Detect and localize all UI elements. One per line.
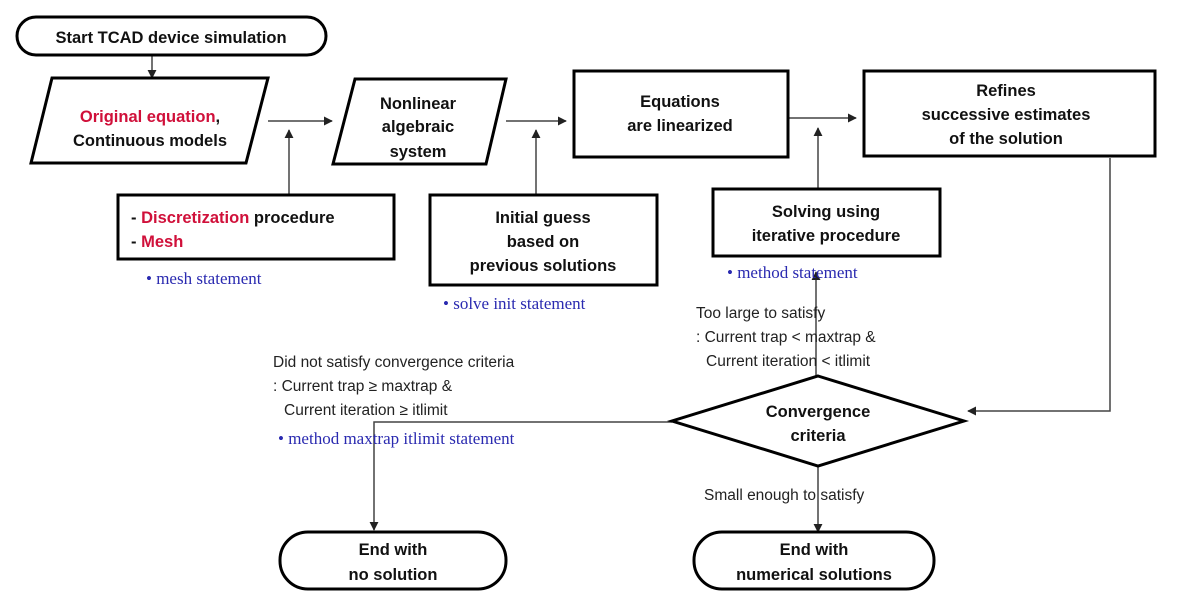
original-equation-line2: Continuous models	[73, 132, 227, 150]
end-no-solution-line1: End with	[359, 541, 428, 559]
convergence-diamond	[666, 374, 970, 468]
convergence-line2: criteria	[790, 427, 846, 445]
small-enough-label: Small enough to satisfy	[704, 487, 865, 504]
refines-box	[862, 69, 1157, 158]
discretization-red: Discretization	[141, 209, 249, 227]
refines-line1: Refines	[976, 82, 1036, 100]
mesh-statement-note: • mesh statement	[146, 269, 262, 288]
arrow-convergence-to-end-no-solution	[369, 421, 672, 531]
maxtrap-statement-note: • method maxtrap itlimit statement	[278, 429, 515, 448]
discretization-box	[116, 193, 396, 261]
initial-guess-line3: previous solutions	[470, 257, 617, 275]
original-equation-red: Original equation	[80, 108, 216, 126]
solving-box	[711, 187, 942, 258]
solve-init-statement-note: • solve init statement	[443, 294, 586, 313]
discretization-rest: procedure	[249, 209, 334, 227]
initial-guess-box	[428, 193, 659, 287]
discretization-dash1: -	[131, 209, 141, 227]
initial-guess-line1: Initial guess	[495, 209, 590, 227]
end-no-solution-terminal	[278, 530, 508, 591]
end-no-solution-line2: no solution	[349, 566, 438, 584]
nonlinear-system-box	[331, 77, 508, 166]
initial-guess-line2: based on	[507, 233, 579, 251]
end-numerical-terminal	[692, 530, 936, 591]
refines-line2: successive estimates	[922, 106, 1091, 124]
original-equation-line1: Original equation,	[80, 108, 220, 126]
original-equation-box	[29, 76, 270, 165]
start-label: Start TCAD device simulation	[55, 29, 286, 47]
nonlinear-line2: algebraic	[382, 118, 454, 136]
not-satisfy-line3: Current iteration ≥ itlimit	[284, 402, 448, 419]
convergence-line1: Convergence	[766, 403, 871, 421]
linearized-box	[572, 69, 790, 159]
method-statement-note: • method statement	[727, 263, 858, 282]
solving-line1: Solving using	[772, 203, 880, 221]
discretization-line1: - Discretization procedure	[131, 209, 335, 227]
not-satisfy-line1: Did not satisfy convergence criteria	[273, 354, 515, 371]
refines-line3: of the solution	[949, 130, 1063, 148]
linearized-line2: are linearized	[627, 117, 732, 135]
arrow-refines-to-convergence	[967, 158, 1111, 416]
too-large-line2: : Current trap < maxtrap &	[696, 329, 876, 346]
connectors	[147, 56, 1111, 533]
mesh-red: Mesh	[141, 233, 183, 251]
end-numerical-line1: End with	[780, 541, 849, 559]
linearized-line1: Equations	[640, 93, 720, 111]
too-large-line3: Current iteration < itlimit	[706, 353, 871, 370]
discretization-line2: - Mesh	[131, 233, 183, 251]
end-numerical-line2: numerical solutions	[736, 566, 892, 584]
solving-line2: iterative procedure	[752, 227, 901, 245]
mesh-dash: -	[131, 233, 141, 251]
start-terminal	[15, 15, 328, 57]
not-satisfy-line2: : Current trap ≥ maxtrap &	[273, 378, 453, 395]
nonlinear-line1: Nonlinear	[380, 95, 457, 113]
original-equation-comma: ,	[216, 108, 221, 126]
nonlinear-line3: system	[390, 143, 447, 161]
too-large-line1: Too large to satisfy	[696, 305, 825, 322]
